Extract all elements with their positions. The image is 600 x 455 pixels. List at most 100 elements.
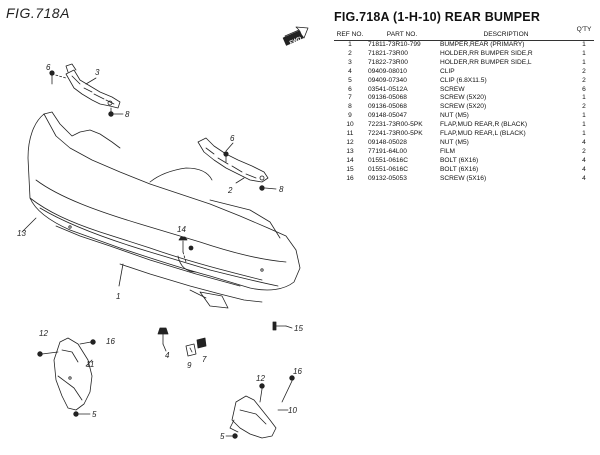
cell-part-no: 03541-0512A: [368, 85, 408, 93]
cell-ref: 11: [346, 130, 354, 138]
clip-5-bumper: [188, 245, 194, 251]
cell-ref: 15: [346, 165, 354, 173]
callout-3: 3: [95, 68, 100, 77]
screw-8-left: [108, 107, 114, 117]
callout-6-right: 6: [230, 134, 235, 143]
fwd-arrow-icon: [282, 26, 309, 46]
rear-bumper: [27, 111, 301, 309]
cell-ref: 5: [348, 76, 352, 84]
cell-qty: 1: [582, 49, 586, 57]
cell-qty: 2: [582, 147, 586, 155]
cell-description: CLIP: [440, 67, 455, 75]
cell-part-no: 71811-73R10-799: [368, 41, 421, 48]
cell-part-no: 71821-73R00: [368, 49, 408, 57]
cell-ref: 4: [348, 67, 352, 75]
table-header-row: REF NO. PART NO. DESCRIPTION Q'TY: [334, 26, 594, 41]
callout-6-left: 6: [46, 63, 51, 72]
cell-ref: 14: [346, 156, 354, 164]
cell-ref: 6: [348, 85, 352, 93]
screw-6-left: [49, 70, 55, 85]
screw-16-right: [289, 375, 295, 381]
parts-table: REF NO. PART NO. DESCRIPTION Q'TY 1 71811…: [334, 26, 594, 184]
cell-qty: 1: [582, 121, 586, 129]
figure-label: FIG.718A: [6, 5, 70, 21]
page-title: FIG.718A (1-H-10) REAR BUMPER: [334, 10, 541, 24]
cell-description: BOLT (6X16): [440, 165, 479, 173]
clip-4: [157, 327, 169, 345]
callout-4: 4: [165, 351, 170, 360]
cell-part-no: 01551-0616C: [368, 165, 408, 173]
cell-description: CLIP (6.8X11.5): [440, 76, 487, 84]
bolt-14: [178, 236, 188, 253]
cell-part-no: 09132-05053: [368, 174, 407, 182]
cell-ref: 3: [348, 58, 352, 66]
callout-9: 9: [187, 361, 192, 370]
cell-ref: 13: [346, 147, 354, 155]
callout-1: 1: [116, 292, 120, 301]
callout-16-right: 16: [293, 367, 302, 376]
cell-qty: 4: [582, 174, 586, 182]
cell-qty: 4: [582, 138, 586, 146]
cell-ref: 10: [346, 121, 354, 129]
mud-flap-left: [53, 337, 93, 411]
callout-7: 7: [202, 355, 207, 364]
callout-13: 13: [17, 229, 26, 238]
callout-5-left: 5: [92, 410, 97, 419]
header-part-no: PART NO.: [366, 26, 438, 41]
clip-5-left: [73, 411, 79, 417]
holder-left: [65, 63, 121, 109]
header-ref-no: REF NO.: [334, 26, 366, 41]
cell-description: HOLDER,RR BUMPER SIDE,R: [440, 49, 533, 57]
cell-part-no: 71822-73R00: [368, 58, 408, 66]
callout-8-right: 8: [279, 185, 284, 194]
cell-qty: 4: [582, 156, 586, 164]
callout-16-left: 16: [106, 337, 115, 346]
cell-qty: 2: [582, 76, 586, 84]
cell-description: FLAP,MUD REAR,L (BLACK): [440, 130, 526, 138]
screw-7: [196, 337, 207, 349]
clip-5-right: [232, 433, 238, 439]
cell-description: FLAP,MUD REAR,R (BLACK): [440, 121, 528, 129]
cell-qty: 1: [582, 58, 586, 66]
table-row: 2 71821-73R00 HOLDER,RR BUMPER SIDE,R 1: [334, 50, 594, 59]
table-row: 1 71811-73R10-799 BUMPER,REAR (PRIMARY) 1: [334, 41, 594, 50]
cell-qty: 1: [582, 41, 586, 48]
screw-6-right: [223, 151, 229, 163]
cell-ref: 16: [346, 174, 354, 182]
screw-8-right: [259, 185, 265, 191]
cell-description: SCREW (5X20): [440, 94, 487, 102]
mud-flap-right: [229, 395, 277, 439]
callout-11: 11: [86, 360, 94, 369]
cell-part-no: 09148-05028: [368, 138, 407, 146]
cell-description: SCREW: [440, 85, 465, 93]
cell-qty: 1: [582, 94, 586, 102]
cell-description: BUMPER,REAR (PRIMARY): [440, 41, 525, 48]
cell-description: SCREW (5X20): [440, 103, 487, 111]
callout-15: 15: [294, 324, 303, 333]
cell-part-no: 09409-08010: [368, 67, 407, 75]
cell-description: FILM: [440, 147, 456, 155]
cell-ref: 2: [348, 49, 352, 57]
callout-14: 14: [177, 225, 186, 234]
cell-ref: 1: [348, 41, 352, 48]
cell-qty: 2: [582, 67, 586, 75]
cell-qty: 1: [582, 112, 586, 120]
cell-part-no: 09409-07340: [368, 76, 407, 84]
cell-ref: 9: [348, 112, 352, 120]
callout-10: 10: [288, 406, 297, 415]
cell-part-no: 09136-05068: [368, 94, 407, 102]
header-qty: Q'TY: [574, 26, 594, 41]
cell-ref: 12: [346, 138, 354, 146]
table-row: 4 09409-08010 CLIP 2: [334, 68, 594, 77]
nut-9: [185, 343, 197, 357]
